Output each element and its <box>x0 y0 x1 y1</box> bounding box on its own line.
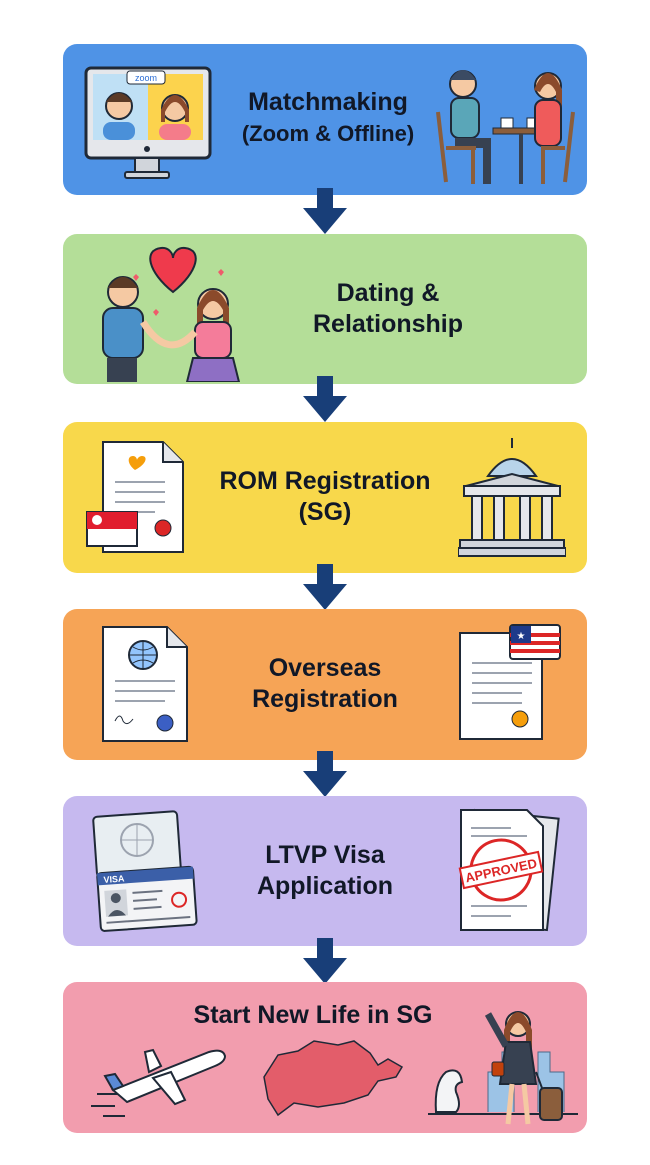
approved-document-icon: APPROVED <box>458 808 560 932</box>
woman-traveler-merlion-icon <box>428 1011 578 1125</box>
couple-cafe-date-icon <box>436 70 575 184</box>
step-title-line1: LTVP Visa <box>265 841 385 869</box>
couple-holding-hands-heart-icon <box>102 246 241 382</box>
passport-visa-icon: VISA <box>92 810 198 932</box>
step-title-line1: Matchmaking <box>248 88 408 116</box>
down-arrow-icon <box>303 564 347 610</box>
marriage-certificate-sg-flag-icon <box>86 441 184 553</box>
step-title-line1: Dating & <box>336 279 440 307</box>
down-arrow-icon <box>303 376 347 422</box>
step-title: Start New Life in SG <box>193 1001 433 1029</box>
step-dating: Dating & Relationship <box>63 234 587 384</box>
step-start-new-life: Start New Life in SG <box>63 982 587 1133</box>
step-title-line1: Overseas <box>268 654 382 682</box>
step-title-line2: Application <box>256 872 394 900</box>
step-overseas-registration: Overseas Registration ★ <box>63 609 587 760</box>
step-ltvp-visa: VISA LTVP Visa Application APPROVED <box>63 796 587 946</box>
step-title-line2: Registration <box>252 685 398 713</box>
airplane-icon <box>91 1048 227 1117</box>
singapore-map-icon <box>263 1040 404 1117</box>
step-title-line2: Relationship <box>312 310 463 338</box>
down-arrow-icon <box>303 751 347 797</box>
us-marriage-certificate-icon: ★ <box>459 624 561 740</box>
svg-text:★: ★ <box>517 631 526 642</box>
global-certificate-icon <box>102 626 188 742</box>
step-matchmaking: zoom Matchmaking (Zoom & Offline) <box>63 44 587 195</box>
video-call-monitor-icon: zoom <box>84 66 212 179</box>
zoom-logo-text: zoom <box>135 73 157 83</box>
step-title-line2: (SG) <box>298 498 352 526</box>
step-rom-registration: ROM Registration (SG) <box>63 422 587 573</box>
government-building-icon <box>458 438 566 557</box>
down-arrow-icon <box>303 938 347 984</box>
down-arrow-icon <box>303 188 347 234</box>
step-title-line1: ROM Registration <box>219 467 431 495</box>
step-title-line2: (Zoom & Offline) <box>241 121 415 146</box>
visa-label: VISA <box>103 873 125 884</box>
